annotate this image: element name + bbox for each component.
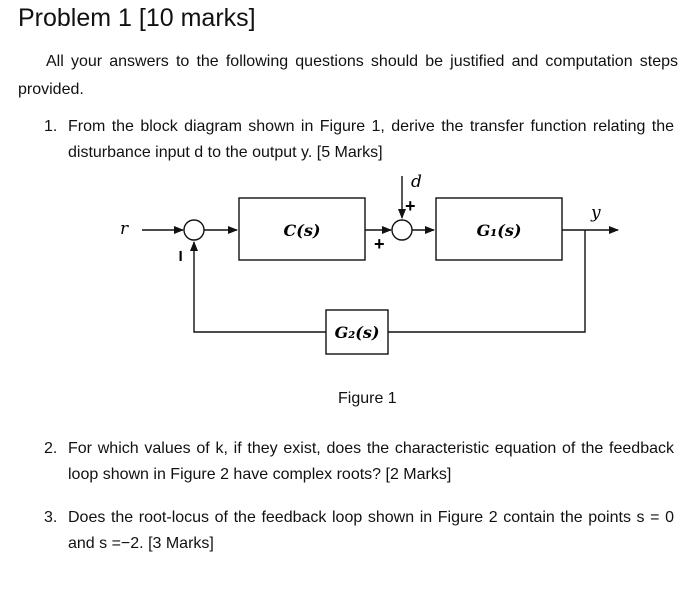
question-text: From the block diagram shown in Figure 1…	[68, 118, 674, 161]
instructions: All your answers to the following questi…	[18, 53, 678, 98]
question-1: 1. From the block diagram shown in Figur…	[44, 114, 674, 166]
minus-sign: −	[169, 250, 191, 262]
feedback-block	[325, 309, 389, 355]
question-2: 2. For which values of k, if they exist,…	[44, 436, 674, 488]
question-number: 1.	[44, 118, 58, 135]
question-number: 2.	[44, 440, 58, 457]
plus-sign-top: +	[405, 196, 416, 216]
plus-sign-left: +	[374, 234, 385, 254]
question-number: 3.	[44, 509, 58, 526]
summing-junction-1	[183, 219, 205, 241]
controller-label: C(s)	[284, 221, 321, 240]
feedback-path-left	[190, 241, 326, 333]
plant-block	[435, 197, 563, 261]
question-3: 3. Does the root-locus of the feedback l…	[44, 505, 674, 557]
summing-junction-2	[391, 219, 413, 241]
plant-label: G₁(s)	[477, 221, 522, 240]
output-label: y	[590, 203, 601, 223]
controller-block	[238, 197, 366, 261]
figure-caption: Figure 1	[338, 390, 397, 407]
question-text: Does the root-locus of the feedback loop…	[68, 509, 674, 552]
disturbance-label: d	[411, 172, 422, 192]
feedback-path-right	[388, 230, 586, 333]
feedback-label: G₂(s)	[335, 323, 380, 342]
problem-title: Problem 1 [10 marks]	[18, 4, 256, 32]
question-text: For which values of k, if they exist, do…	[68, 440, 674, 483]
input-label: r	[120, 219, 129, 239]
